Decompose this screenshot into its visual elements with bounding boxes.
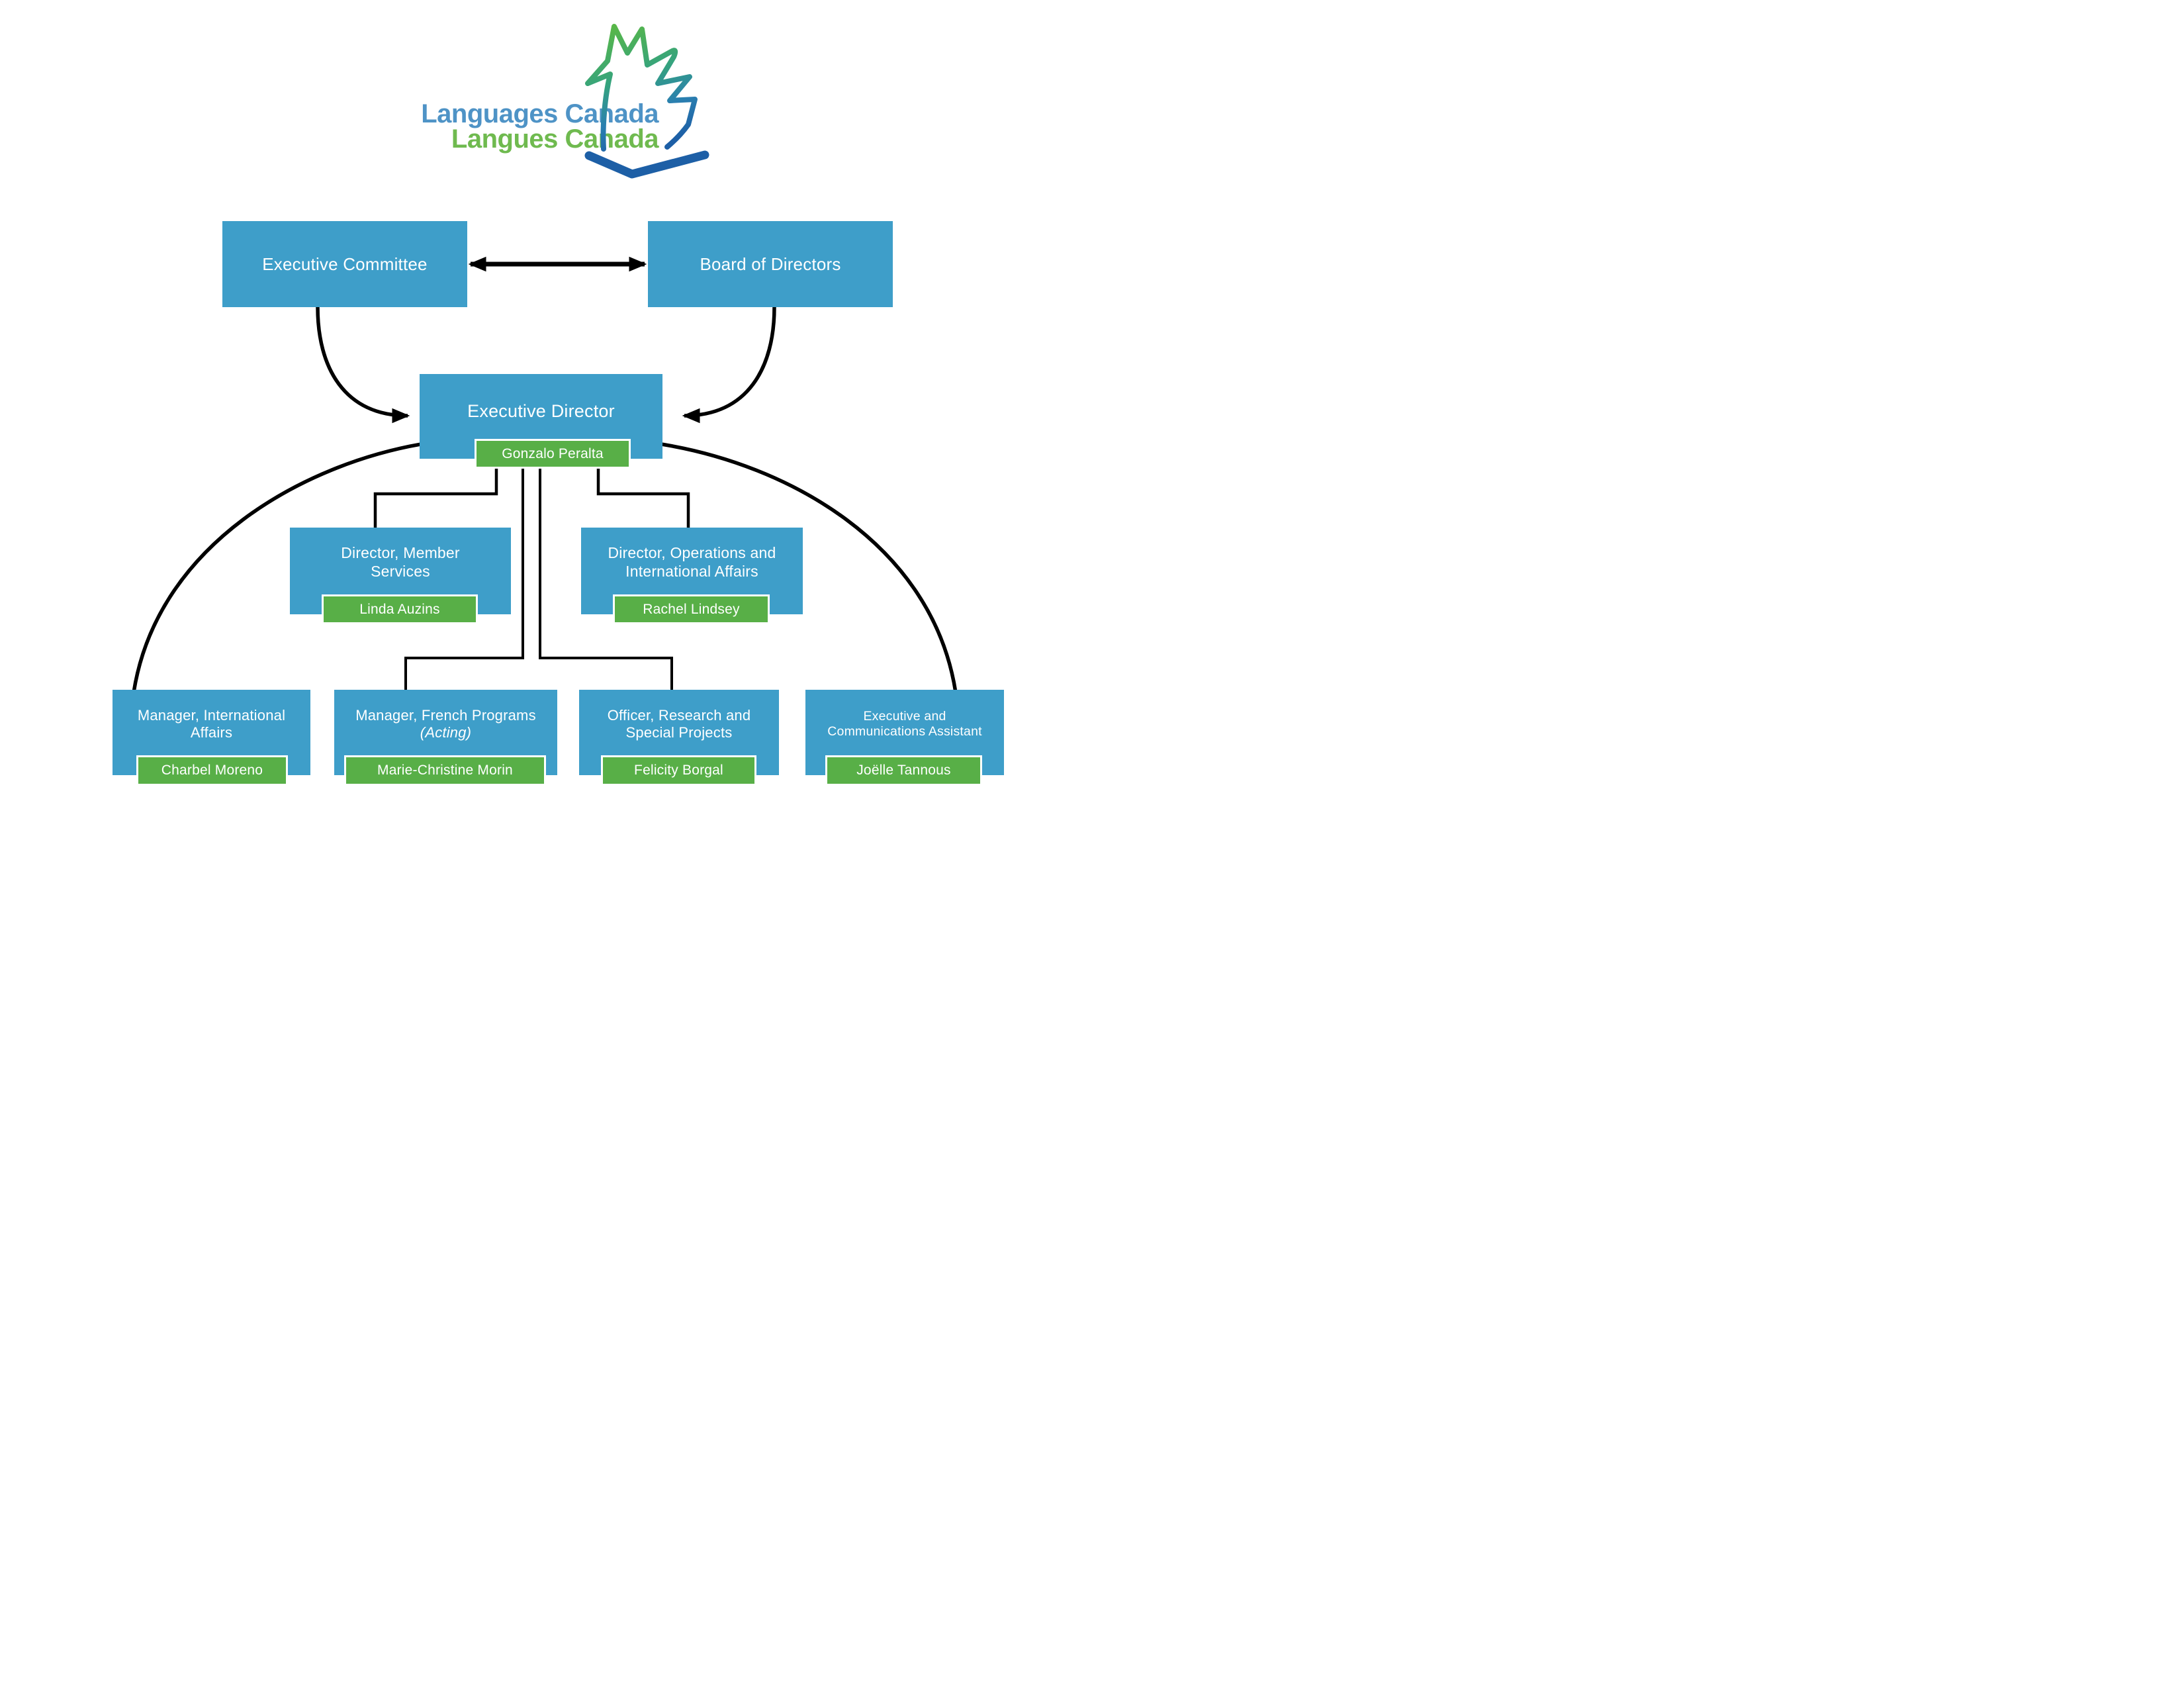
node-title: Executive Committee: [262, 254, 428, 274]
connector-director-to-member-services-elbow: [373, 463, 498, 530]
title-line-1: Manager, French Programs: [355, 706, 536, 724]
person-name: Marie-Christine Morin: [377, 763, 513, 778]
connector-board-to-director-curve: [682, 306, 776, 424]
name-badge-gonzalo-peralta: Gonzalo Peralta: [475, 439, 631, 469]
title-line-1: Executive and: [863, 708, 946, 724]
node-title: Officer, Research and Special Projects: [579, 707, 779, 759]
title-line-2: Services: [371, 562, 430, 580]
name-badge-marie-christine-morin: Marie-Christine Morin: [344, 755, 546, 786]
person-name: Felicity Borgal: [634, 763, 723, 778]
node-title: Director, Operations and International A…: [581, 544, 803, 597]
languages-canada-logo: Languages Canada Langues Canada: [0, 19, 1092, 191]
logo-wordmark: Languages Canada Langues Canada: [421, 101, 659, 152]
connector-director-to-international-affairs-curve: [132, 442, 426, 693]
title-line-1: Director, Operations and: [608, 544, 776, 562]
name-badge-felicity-borgal: Felicity Borgal: [601, 755, 756, 786]
name-badge-rachel-lindsey: Rachel Lindsey: [613, 594, 770, 624]
connector-layer: [132, 256, 958, 693]
logo-line-english: Languages Canada: [421, 99, 659, 128]
connector-committee-to-director-curve: [316, 306, 410, 424]
title-line-1: Manager, International: [137, 706, 286, 724]
node-title: Board of Directors: [700, 254, 841, 274]
title-line-2: Affairs: [190, 724, 233, 741]
connector-director-to-research-elbow: [539, 463, 673, 692]
name-badge-charbel-moreno: Charbel Moreno: [136, 755, 288, 786]
person-name: Linda Auzins: [359, 601, 440, 617]
title-line-1: Director, Member: [341, 544, 460, 562]
person-name: Rachel Lindsey: [643, 601, 740, 617]
node-title: Director, Member Services: [290, 544, 511, 597]
title-line-2: Special Projects: [625, 724, 733, 741]
org-node-executive-committee: Executive Committee: [222, 221, 467, 307]
connector-director-to-communications-assistant-curve: [657, 442, 958, 693]
org-chart-canvas: Languages Canada Langues Canada Executiv…: [0, 0, 1092, 844]
node-title: Manager, French Programs (Acting): [334, 707, 557, 759]
org-node-board-of-directors: Board of Directors: [648, 221, 893, 307]
logo-line-french: Langues Canada: [451, 124, 659, 154]
person-name: Gonzalo Peralta: [502, 445, 604, 461]
connector-director-to-french-programs-elbow: [404, 463, 524, 692]
connector-director-to-operations-elbow: [596, 463, 690, 530]
person-name: Joëlle Tannous: [856, 763, 951, 778]
title-line-2: International Affairs: [625, 562, 758, 580]
node-title: Executive and Communications Assistant: [805, 709, 1004, 757]
node-title: Executive Director: [467, 401, 615, 422]
title-line-2-acting: (Acting): [420, 724, 472, 741]
maple-leaf-icon: [584, 24, 709, 179]
name-badge-joelle-tannous: Joëlle Tannous: [825, 755, 982, 786]
node-title: Manager, International Affairs: [113, 707, 310, 759]
title-line-1: Officer, Research and: [607, 706, 751, 724]
person-name: Charbel Moreno: [161, 763, 263, 778]
title-line-2: Communications Assistant: [827, 724, 982, 739]
name-badge-linda-auzins: Linda Auzins: [322, 594, 478, 624]
